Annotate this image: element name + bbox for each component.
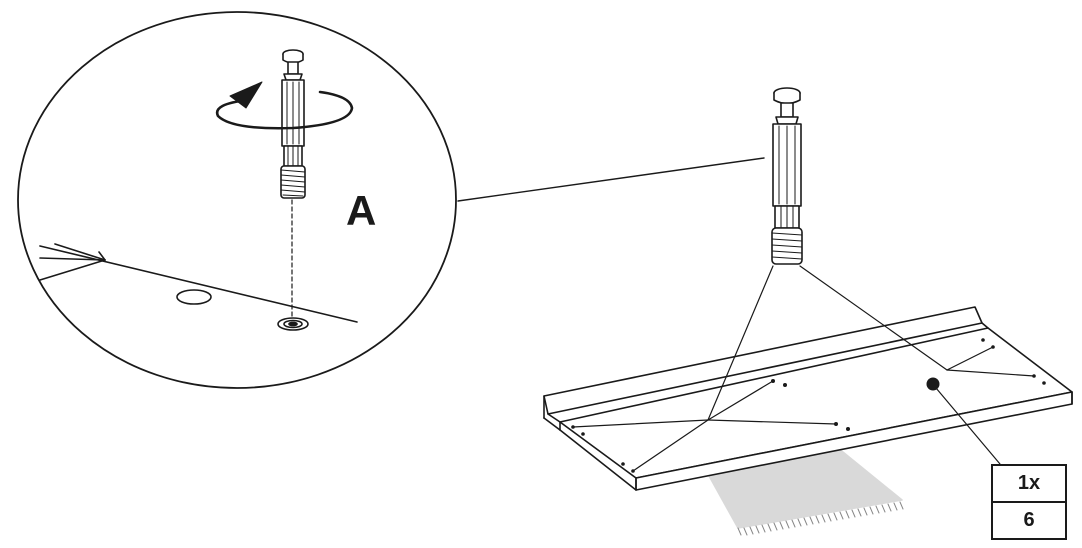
quantity-count: 1x — [993, 466, 1065, 503]
target-hole — [277, 317, 309, 331]
empty-hole — [176, 289, 212, 305]
part-number: 6 — [1023, 509, 1035, 531]
detail-panel-surface — [39, 243, 358, 331]
step-label: A — [346, 187, 377, 234]
detail-connector-line — [457, 157, 765, 202]
cam-bolt-icon — [280, 49, 306, 199]
marked-hole — [926, 377, 940, 391]
detail-view — [17, 11, 457, 389]
cam-bolt-main — [771, 87, 803, 265]
leader-lines — [572, 265, 1035, 472]
shelf-panel — [543, 306, 1073, 536]
detail-circle — [17, 11, 457, 389]
quantity-table: 1x 6 — [991, 464, 1067, 540]
rotate-arrow-icon — [215, 81, 354, 130]
